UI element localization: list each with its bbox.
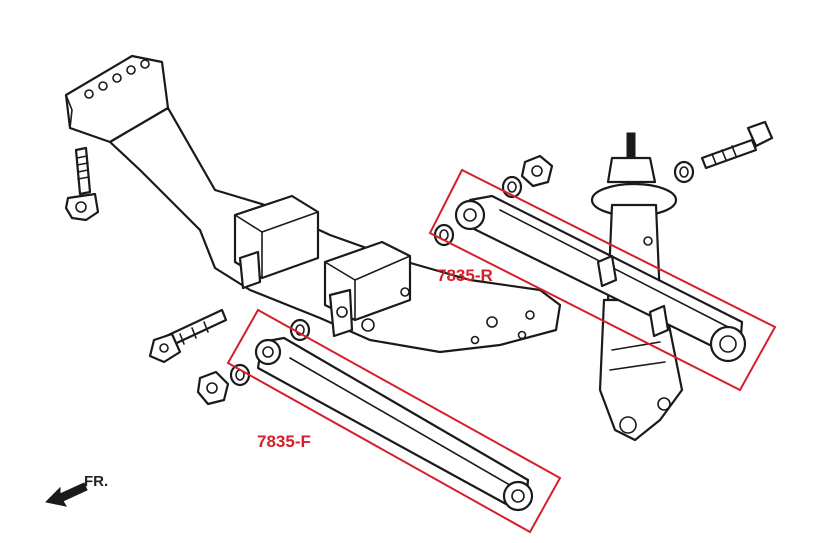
rear-lateral-arm: [454, 194, 747, 363]
front-direction-indicator: FR.: [44, 473, 108, 507]
front-arm-hardware: [148, 308, 311, 406]
rear-arm-highlight: [428, 168, 777, 392]
front-arm-highlight: [226, 308, 562, 534]
rear-subframe: [64, 54, 562, 354]
rear-arm-label: 7835-R: [437, 266, 493, 285]
strut-bolt: [673, 120, 774, 184]
subframe-bolt: [64, 146, 100, 222]
front-lateral-arm: [254, 336, 534, 512]
front-direction-label: FR.: [84, 473, 108, 490]
front-arm-label: 7835-F: [257, 432, 311, 451]
arrow-left-icon: [44, 482, 88, 507]
